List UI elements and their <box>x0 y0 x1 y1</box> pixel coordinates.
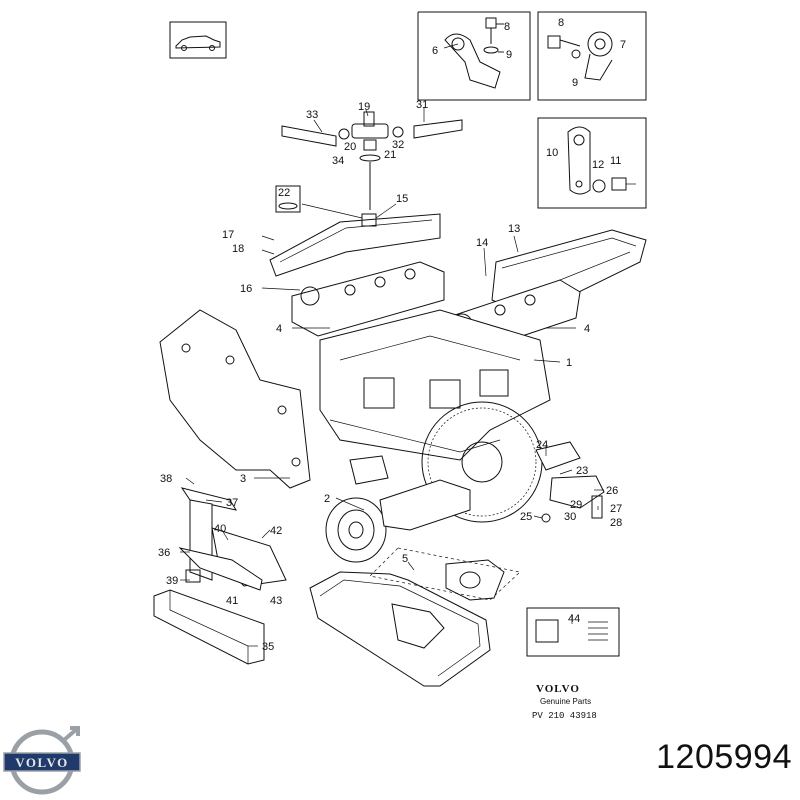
callout-6: 6 <box>432 45 438 57</box>
callout-31: 31 <box>416 99 428 111</box>
callout-1: 1 <box>566 357 572 369</box>
genuine-parts-footer: VOLVO Genuine Parts PV 210 43918 <box>532 683 597 721</box>
timing-cover <box>159 309 311 489</box>
callout-5: 5 <box>402 553 408 565</box>
callout-44: 44 <box>568 613 580 625</box>
callout-4: 4 <box>276 323 282 335</box>
footer-pv-code: PV 210 43918 <box>532 711 597 721</box>
oil-pump <box>369 547 521 601</box>
callout-33: 33 <box>306 109 318 121</box>
callout-9: 9 <box>572 77 578 89</box>
logo-text: VOLVO <box>15 755 68 770</box>
inset-seal-22 <box>275 185 301 213</box>
callout-24: 24 <box>536 439 548 451</box>
cylinder-head-left <box>291 261 445 337</box>
callout-23: 23 <box>576 465 588 477</box>
callout-30: 30 <box>564 511 576 523</box>
callout-37: 37 <box>226 497 238 509</box>
engine-mount <box>535 441 605 523</box>
callout-41: 41 <box>226 595 238 607</box>
engine-block <box>319 309 551 461</box>
callout-39: 39 <box>166 575 178 587</box>
callout-35: 35 <box>262 641 274 653</box>
callout-21: 21 <box>384 149 396 161</box>
callout-18: 18 <box>232 243 244 255</box>
rail-part-35 <box>153 589 265 665</box>
callout-3: 3 <box>240 473 246 485</box>
callout-42: 42 <box>270 525 282 537</box>
crankshaft-pulley <box>325 455 471 563</box>
callout-25: 25 <box>520 511 532 523</box>
callout-13: 13 <box>508 223 520 235</box>
callout-2: 2 <box>324 493 330 505</box>
valve-cover-left <box>269 213 441 277</box>
part-number: 1205994 <box>656 738 792 776</box>
callout-29: 29 <box>570 499 582 511</box>
callout-19: 19 <box>358 101 370 113</box>
hose-fitting-assembly <box>281 111 463 210</box>
callout-8: 8 <box>504 21 510 33</box>
callout-11: 11 <box>610 155 621 167</box>
car-thumbnail <box>169 21 227 59</box>
callout-7: 7 <box>620 39 626 51</box>
callout-38: 38 <box>160 473 172 485</box>
callout-15: 15 <box>396 193 408 205</box>
callout-12: 12 <box>592 159 604 171</box>
callout-22: 22 <box>278 187 290 199</box>
callout-32: 32 <box>392 139 404 151</box>
callout-8: 8 <box>558 17 564 29</box>
leader-lines <box>180 23 604 647</box>
callout-43: 43 <box>270 595 282 607</box>
callout-34: 34 <box>332 155 344 167</box>
inset-bracket-7 <box>537 11 647 101</box>
callout-16: 16 <box>240 283 252 295</box>
callout-26: 26 <box>606 485 618 497</box>
callout-labels: 8 6 9 8 7 9 10 12 11 33 19 31 20 21 32 3… <box>158 17 626 653</box>
callout-28: 28 <box>610 517 622 529</box>
inset-part-44 <box>526 607 620 657</box>
timing-chain-guides <box>178 487 287 591</box>
footer-brand: VOLVO <box>536 683 580 695</box>
callout-10: 10 <box>546 147 558 159</box>
callout-27: 27 <box>610 503 622 515</box>
callout-20: 20 <box>344 141 356 153</box>
inset-bracket-10 <box>537 117 647 209</box>
footer-genuine-parts: Genuine Parts <box>540 697 591 706</box>
oil-pan <box>309 571 491 687</box>
volvo-logo: VOLVO <box>3 726 81 795</box>
callout-17: 17 <box>222 229 234 241</box>
callout-9: 9 <box>506 49 512 61</box>
callout-4: 4 <box>584 323 590 335</box>
callout-40: 40 <box>214 523 226 535</box>
callout-14: 14 <box>476 237 488 249</box>
callout-36: 36 <box>158 547 170 559</box>
